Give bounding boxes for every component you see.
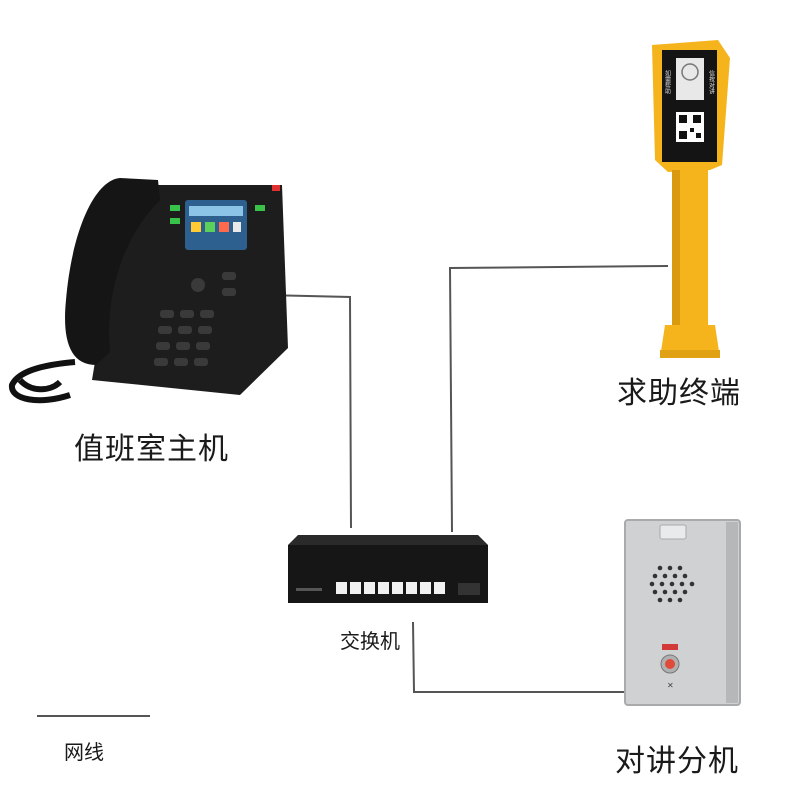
svg-text:✕: ✕ bbox=[667, 681, 674, 690]
intercom-label: 对讲分机 bbox=[615, 744, 739, 779]
desk-phone-label: 值班室主机 bbox=[74, 432, 229, 467]
help-terminal-label: 求助终端 bbox=[617, 376, 741, 411]
switch-label: 交换机 bbox=[340, 629, 400, 653]
legend-line-label: 网线 bbox=[64, 740, 104, 764]
post-sign-right-text: 信按对讲 bbox=[708, 69, 715, 95]
post-sign-left-text: 如需帮助 bbox=[664, 69, 671, 95]
cable-phone-to-switch bbox=[264, 294, 352, 529]
cable-switch-to-intercom bbox=[412, 621, 628, 693]
cable-terminal-to-switch bbox=[448, 265, 669, 533]
